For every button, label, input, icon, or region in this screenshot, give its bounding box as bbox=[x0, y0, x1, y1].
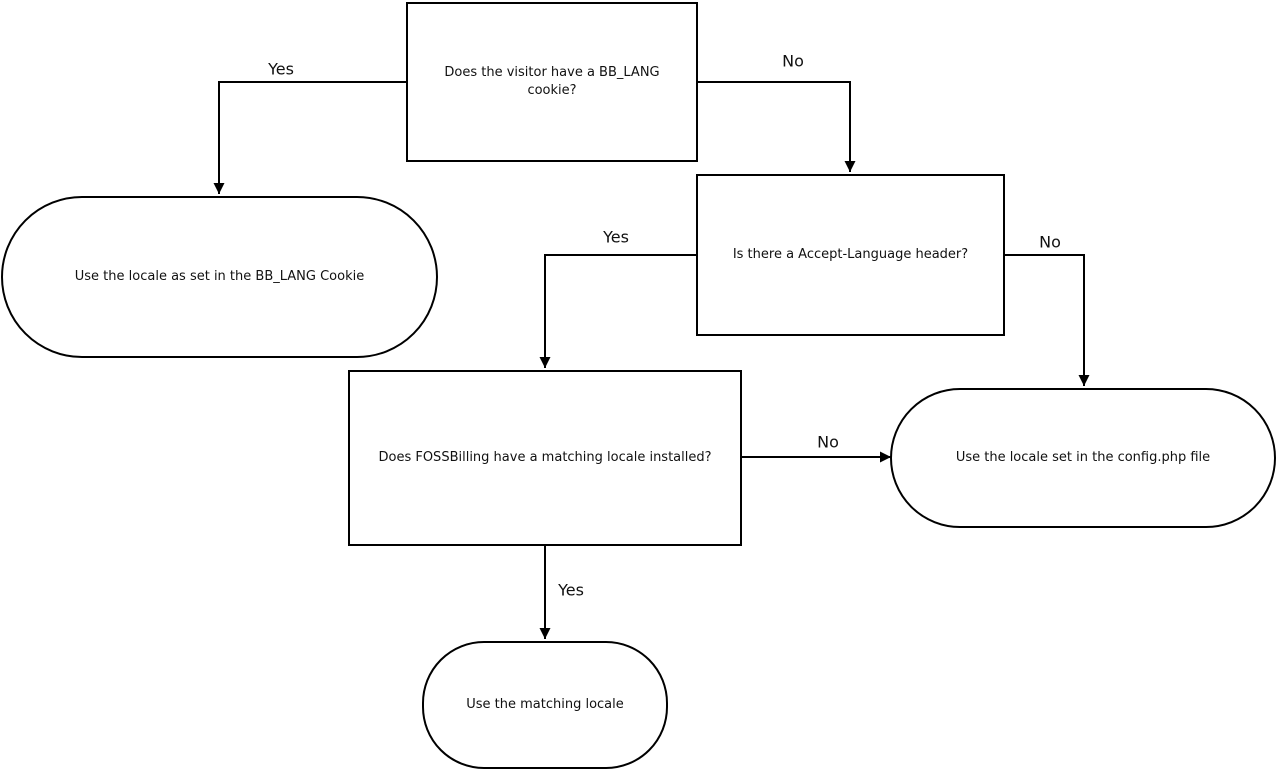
node-header-question: Is there a Accept-Language header? bbox=[696, 174, 1005, 336]
edge-label-header-yes: Yes bbox=[603, 227, 629, 247]
node-use-matching-locale-label: Use the matching locale bbox=[466, 697, 624, 713]
edge-label-cookie-yes: Yes bbox=[268, 59, 294, 79]
node-use-config-locale: Use the locale set in the config.php fil… bbox=[890, 388, 1276, 528]
node-use-cookie-locale: Use the locale as set in the BB_LANG Coo… bbox=[1, 196, 438, 358]
node-use-config-locale-label: Use the locale set in the config.php fil… bbox=[955, 450, 1211, 466]
node-matching-locale-question-label: Does FOSSBilling have a matching locale … bbox=[378, 450, 712, 466]
edge-cookie-no-line bbox=[698, 81, 856, 172]
node-use-matching-locale: Use the matching locale bbox=[422, 641, 668, 769]
edge-header-yes-line bbox=[539, 254, 696, 368]
edge-label-cookie-no: No bbox=[782, 51, 804, 71]
node-cookie-question-label: Does the visitor have a BB_LANG cookie? bbox=[444, 65, 660, 98]
node-use-cookie-locale-label: Use the locale as set in the BB_LANG Coo… bbox=[74, 269, 365, 285]
edge-label-header-no: No bbox=[1039, 232, 1061, 252]
edge-label-matching-yes: Yes bbox=[558, 580, 584, 600]
node-header-question-label: Is there a Accept-Language header? bbox=[732, 247, 969, 263]
node-matching-locale-question: Does FOSSBilling have a matching locale … bbox=[348, 370, 742, 546]
edge-header-no-line bbox=[1005, 254, 1090, 386]
edge-label-matching-no: No bbox=[817, 432, 839, 452]
edge-cookie-yes-line bbox=[213, 81, 406, 194]
node-cookie-question: Does the visitor have a BB_LANG cookie? bbox=[406, 2, 698, 162]
